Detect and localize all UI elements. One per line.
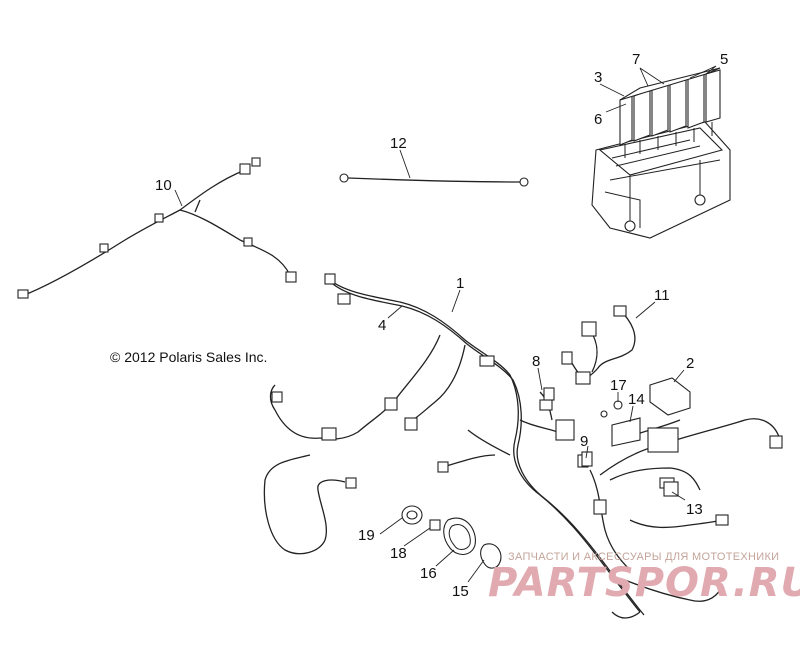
- bracket-14: [611, 417, 641, 447]
- watermark: ЗАПЧАСТИ И АКСЕССУАРЫ ДЛЯ МОТОТЕХНИКИ PA…: [488, 551, 800, 606]
- harness-11: [561, 305, 636, 385]
- connector-8: [543, 387, 555, 401]
- watermark-logo: PARTSPOR.RU: [488, 560, 800, 606]
- callout-3: 3: [594, 69, 602, 86]
- callout-15: 15: [452, 583, 469, 600]
- callout-14: 14: [628, 391, 645, 408]
- callout-10: 10: [155, 177, 172, 194]
- fastener-17: [600, 400, 623, 418]
- grommet-19: [401, 505, 423, 525]
- harness-10: [17, 157, 297, 299]
- callout-2: 2: [686, 355, 694, 372]
- callout-1: 1: [456, 275, 464, 292]
- callout-11: 11: [654, 287, 670, 304]
- clip-18: [429, 519, 441, 531]
- callout-4: 4: [378, 317, 386, 334]
- callout-17: 17: [610, 377, 627, 394]
- callout-9: 9: [580, 433, 588, 450]
- ground-strap-wire: [339, 173, 529, 187]
- callout-5: 5: [720, 51, 728, 68]
- leader-lines: [174, 65, 717, 583]
- copyright-text: © 2012 Polaris Sales Inc.: [110, 349, 267, 365]
- connector-13: [663, 481, 679, 497]
- watermark-tagline: ЗАПЧАСТИ И АКСЕССУАРЫ ДЛЯ МОТОТЕХНИКИ: [508, 551, 779, 563]
- relay-bracket-2: [649, 377, 691, 416]
- callout-8: 8: [532, 353, 540, 370]
- main-harness-1: [263, 273, 783, 619]
- callout-12: 12: [390, 135, 407, 152]
- callout-13: 13: [686, 501, 703, 518]
- fuse-relay-box: [591, 121, 731, 239]
- callout-6: 6: [594, 111, 602, 128]
- seal-ring-15: [480, 543, 502, 569]
- callout-18: 18: [390, 545, 407, 562]
- callout-16: 16: [420, 565, 437, 582]
- callout-19: 19: [358, 527, 375, 544]
- callout-numbers: 1 2 3 4 5 6 7 8 9 10 11 12 13 14 15 16 1…: [155, 51, 728, 600]
- callout-7: 7: [632, 51, 640, 68]
- seal-ring-16: [443, 517, 476, 555]
